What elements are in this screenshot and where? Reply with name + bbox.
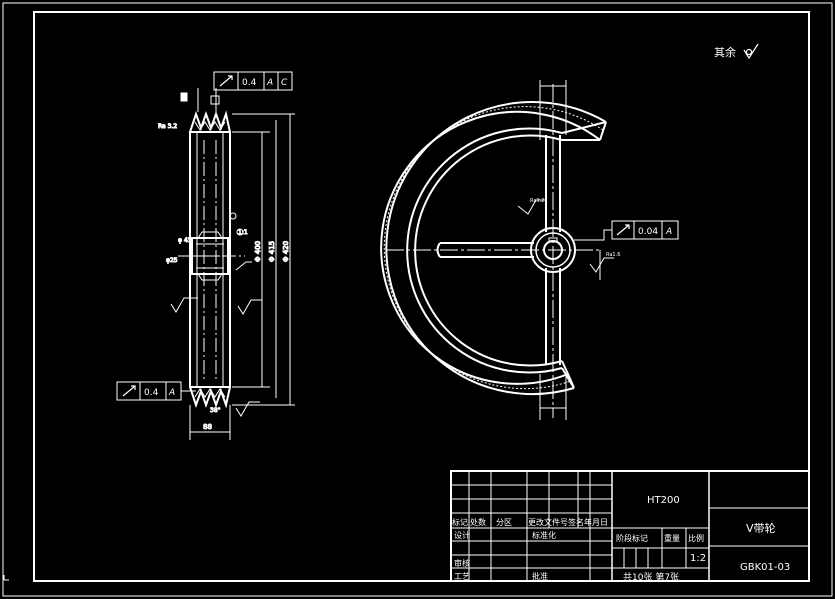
runout-symbol-icon <box>122 385 136 397</box>
tolerance-frame-front: 0.04 A <box>611 220 679 240</box>
side-section-view: Φ 400 Φ 415 Φ 420 88 Ra 3.2 φ 43 φ25 1:1… <box>158 88 295 440</box>
title-block <box>450 470 810 582</box>
ucs-icon <box>3 575 9 581</box>
label-ratio: 比例 <box>688 533 704 543</box>
header-sign: 签名 <box>568 517 584 527</box>
svg-text:38°: 38° <box>210 407 221 414</box>
roughness-symbol-icon <box>743 43 759 60</box>
svg-text:Ra3.2: Ra3.2 <box>530 198 544 204</box>
svg-text:0.4: 0.4 <box>242 78 257 88</box>
svg-text:88: 88 <box>203 423 212 431</box>
sheet-info: 共10张 第7张 <box>623 571 679 583</box>
svg-text:A: A <box>266 78 273 88</box>
svg-text:φ 43: φ 43 <box>178 237 192 244</box>
svg-text:A: A <box>168 388 175 398</box>
label-design: 设计 <box>454 530 470 540</box>
label-approve: 批准 <box>532 571 548 581</box>
header-date: 年月日 <box>584 517 608 527</box>
svg-text:Ra 3.2: Ra 3.2 <box>158 123 177 130</box>
svg-text:Φ 420: Φ 420 <box>282 241 290 262</box>
label-standardize: 标准化 <box>532 530 556 540</box>
drawing-number: GBK01-03 <box>740 562 790 573</box>
header-mark: 标记 <box>452 517 468 527</box>
front-view: Ra3.2 Ra1.6 <box>380 80 620 420</box>
label-check: 审核 <box>454 558 470 568</box>
scale-value: 1:2 <box>690 553 706 564</box>
svg-text:φ25: φ25 <box>166 257 178 264</box>
svg-text:0.4: 0.4 <box>144 388 159 398</box>
inner-frame <box>33 11 810 582</box>
header-zone: 分区 <box>496 518 512 527</box>
surface-note: 其余 <box>714 45 736 59</box>
part-name: V带轮 <box>746 521 776 535</box>
runout-symbol-icon <box>219 75 233 87</box>
header-change-doc: 更改文件号 <box>528 517 568 527</box>
label-stage-mark: 阶段标记 <box>616 533 648 543</box>
svg-text:Ra1.6: Ra1.6 <box>606 252 620 258</box>
tolerance-frame-bottom: 0.4 A <box>116 381 196 401</box>
material-label: HT200 <box>647 495 680 506</box>
svg-text:Φ 415: Φ 415 <box>268 241 276 262</box>
label-weight: 重量 <box>664 533 680 543</box>
header-count: 处数 <box>470 517 486 527</box>
label-process: 工艺 <box>454 572 470 581</box>
tolerance-frame-side: 0.4 A C <box>213 71 293 91</box>
svg-text:0.04: 0.04 <box>638 227 658 237</box>
svg-text:C: C <box>281 78 288 88</box>
svg-text:A: A <box>665 227 672 237</box>
runout-symbol-icon <box>616 224 630 236</box>
svg-text:Φ 400: Φ 400 <box>254 241 262 262</box>
